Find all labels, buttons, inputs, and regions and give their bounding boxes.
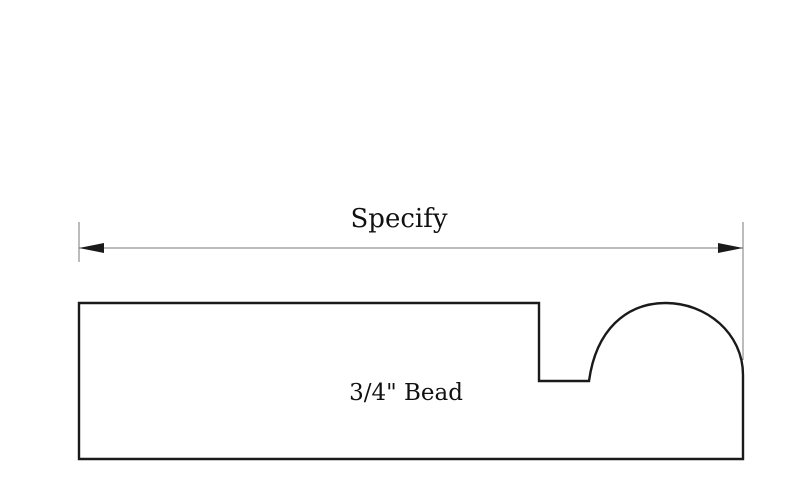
bead-profile-outline [77,301,745,461]
dimension-label: Specify [350,204,447,234]
left-arrowhead [79,243,104,253]
profile-label: 3/4" Bead [349,380,463,406]
right-arrowhead [718,243,743,253]
width-dimension: Specify [79,204,743,253]
